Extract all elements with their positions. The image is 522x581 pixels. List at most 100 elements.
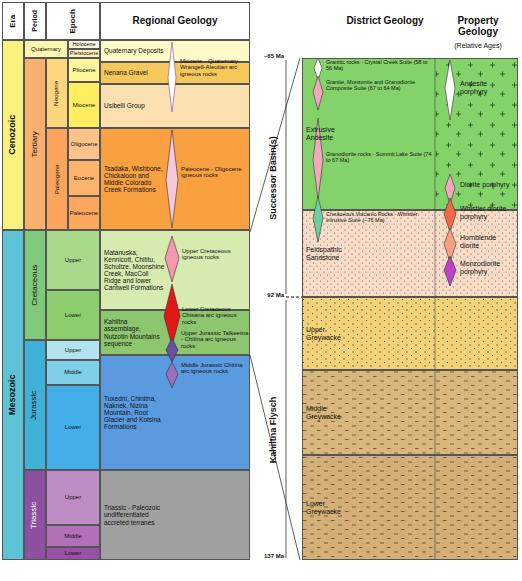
node-text: Nenana Gravel: [104, 69, 166, 76]
igneous-label: Miocene - Quaternary Wrangell-Aleutian a…: [180, 58, 249, 77]
period-cell: Tertiary: [24, 58, 46, 230]
intrusive-suite-label: Granodiorite rocks - Summit Lake Suite (…: [326, 152, 434, 164]
node-text: Upper Greywacke: [306, 326, 352, 341]
period-cell: Neogene: [46, 58, 68, 128]
column-line: [435, 58, 436, 560]
column-subheading: (Relative Ages): [438, 42, 518, 50]
period-cell: Cretaceous: [24, 230, 46, 340]
intrusive-pattern: [436, 58, 518, 210]
node-text: Lower: [65, 424, 81, 430]
node-text: Kahiltna assemblage, Nutzotin Mountains …: [104, 318, 166, 346]
epoch-cell: Miocene: [68, 82, 100, 128]
node-text: Tuxedni, Chinitna, Naknek, Nizina Mounta…: [104, 395, 166, 430]
intrusive-suite-label: Granitic rocks - Crystal Creek Suite (58…: [326, 60, 434, 72]
node-text: Paleogene: [54, 164, 61, 194]
node-text: Matanuska, Kennicott, Chititu, Schultze,…: [104, 249, 166, 291]
node-text: Lower: [65, 312, 81, 318]
intrusive-suite-label: Cretaceous Volcanic Rocks - Whistler Int…: [326, 212, 434, 224]
age-label: 137 Ma: [256, 553, 284, 559]
node-text: Epoch: [69, 9, 78, 33]
node-text: Usibelli Group: [104, 102, 166, 109]
node-text: Jurassic: [31, 390, 40, 419]
node-text: Quaternary: [31, 46, 61, 52]
epoch-cell: Middle: [46, 525, 100, 547]
node-text: Upper: [65, 494, 81, 500]
node-text: Regional Geology: [132, 16, 217, 27]
node-text: Neogene: [54, 80, 61, 105]
igneous-label: Upper Cretaceous igneous rocks: [182, 248, 249, 261]
epoch-cell: Paleocene: [68, 196, 100, 230]
epoch-cell: Upper: [46, 340, 100, 360]
epoch-cell: Lower: [46, 385, 100, 470]
node-text: Tsadaka, Wishbone, Chickaloon and Middle…: [104, 165, 166, 193]
node-text: Era: [9, 15, 18, 28]
node-text: Cenozoic: [8, 115, 18, 155]
node-text: Upper: [65, 347, 81, 353]
header-cell: Period: [24, 2, 46, 40]
epoch-cell: Eocene: [68, 160, 100, 196]
node-text: Pliocene: [72, 67, 95, 73]
node-text: Triassic: [31, 501, 40, 528]
bracket-line: [286, 300, 287, 558]
age-line: [286, 297, 302, 298]
age-label: ~65 Ma: [256, 53, 284, 59]
node-text: Triassic - Paleozoic undifferentiated ac…: [104, 504, 166, 525]
node-text: Pleistocene: [70, 51, 98, 57]
node-text: Quaternary Deposits: [104, 47, 166, 54]
node-text: Extrusive Andesite: [306, 126, 352, 141]
epoch-cell: Lower: [46, 547, 100, 560]
node-text: Tertiary: [31, 131, 40, 157]
igneous-label: Middle Jurassic Chitina arc igneous rock…: [181, 362, 249, 375]
node-text: Oligocene: [70, 141, 97, 147]
node-text: Cretaceous: [31, 265, 40, 306]
age-label: 92 Ma: [256, 292, 284, 298]
formation-band: Usibelli Group: [100, 84, 250, 128]
node-text: Feldspathic Sandstone: [306, 246, 352, 261]
greywacke-pattern: [302, 370, 518, 560]
basin-label: Kahiltna Flysch: [269, 397, 279, 464]
intrusive-suite-label: Granite, Monzonite and Granodiorite Comp…: [326, 80, 434, 92]
epoch-cell: Middle: [46, 360, 100, 385]
node-text: Middle Greywacke: [306, 405, 352, 420]
period-cell: Quaternary: [24, 40, 68, 58]
igneous-diamonds: [164, 42, 456, 388]
sandstone-pattern: [302, 210, 518, 297]
node-text: Paleocene: [70, 210, 98, 216]
node-text: Eocene: [74, 175, 94, 181]
node-text: Holocene: [72, 42, 95, 48]
property-unit-label: Whistler diorite porphyry: [460, 205, 516, 220]
igneous-label: Upper Jurassic Talkeetna - Chitina arc i…: [181, 330, 249, 349]
epoch-cell: Pleistocene: [68, 49, 100, 58]
period-cell: Jurassic: [24, 340, 46, 470]
epoch-cell: Holocene: [68, 40, 100, 49]
node-text: Period: [31, 10, 39, 32]
node-text: Upper: [65, 257, 81, 263]
header-cell: Epoch: [46, 2, 100, 40]
property-unit-label: Monzodiorite porphyry: [460, 260, 516, 275]
header-cell: Era: [2, 2, 24, 40]
period-cell: Paleogene: [46, 128, 68, 230]
era-cell: Cenozoic: [2, 40, 24, 230]
node-text: Miocene: [73, 102, 96, 108]
epoch-cell: Oligocene: [68, 128, 100, 160]
header-cell: Regional Geology: [100, 2, 250, 40]
node-text: Middle: [64, 533, 82, 539]
column-heading: Property Geology: [438, 16, 518, 38]
node-text: Lower Greywacke: [306, 500, 352, 515]
node-text: Mesozoic: [8, 375, 18, 416]
zoom-line: [250, 355, 300, 560]
igneous-label: Lower Cretaceous Chisana arc igneous roc…: [182, 306, 249, 325]
epoch-cell: Pliocene: [68, 58, 100, 82]
bracket-line: [286, 60, 287, 294]
node-text: Lower: [65, 550, 81, 556]
formation-band: Triassic - Paleozoic undifferentiated ac…: [100, 470, 250, 560]
property-unit-label: Diorite porphyry: [460, 181, 516, 189]
property-unit-label: Hornblende diorite: [460, 234, 516, 249]
epoch-cell: Lower: [46, 290, 100, 340]
zoom-line: [250, 58, 300, 232]
greywacke-pattern: [302, 297, 518, 370]
epoch-cell: Upper: [46, 230, 100, 290]
igneous-label: Paleocene - Oligocene igneous rocks: [181, 166, 249, 179]
era-cell: Mesozoic: [2, 230, 24, 560]
